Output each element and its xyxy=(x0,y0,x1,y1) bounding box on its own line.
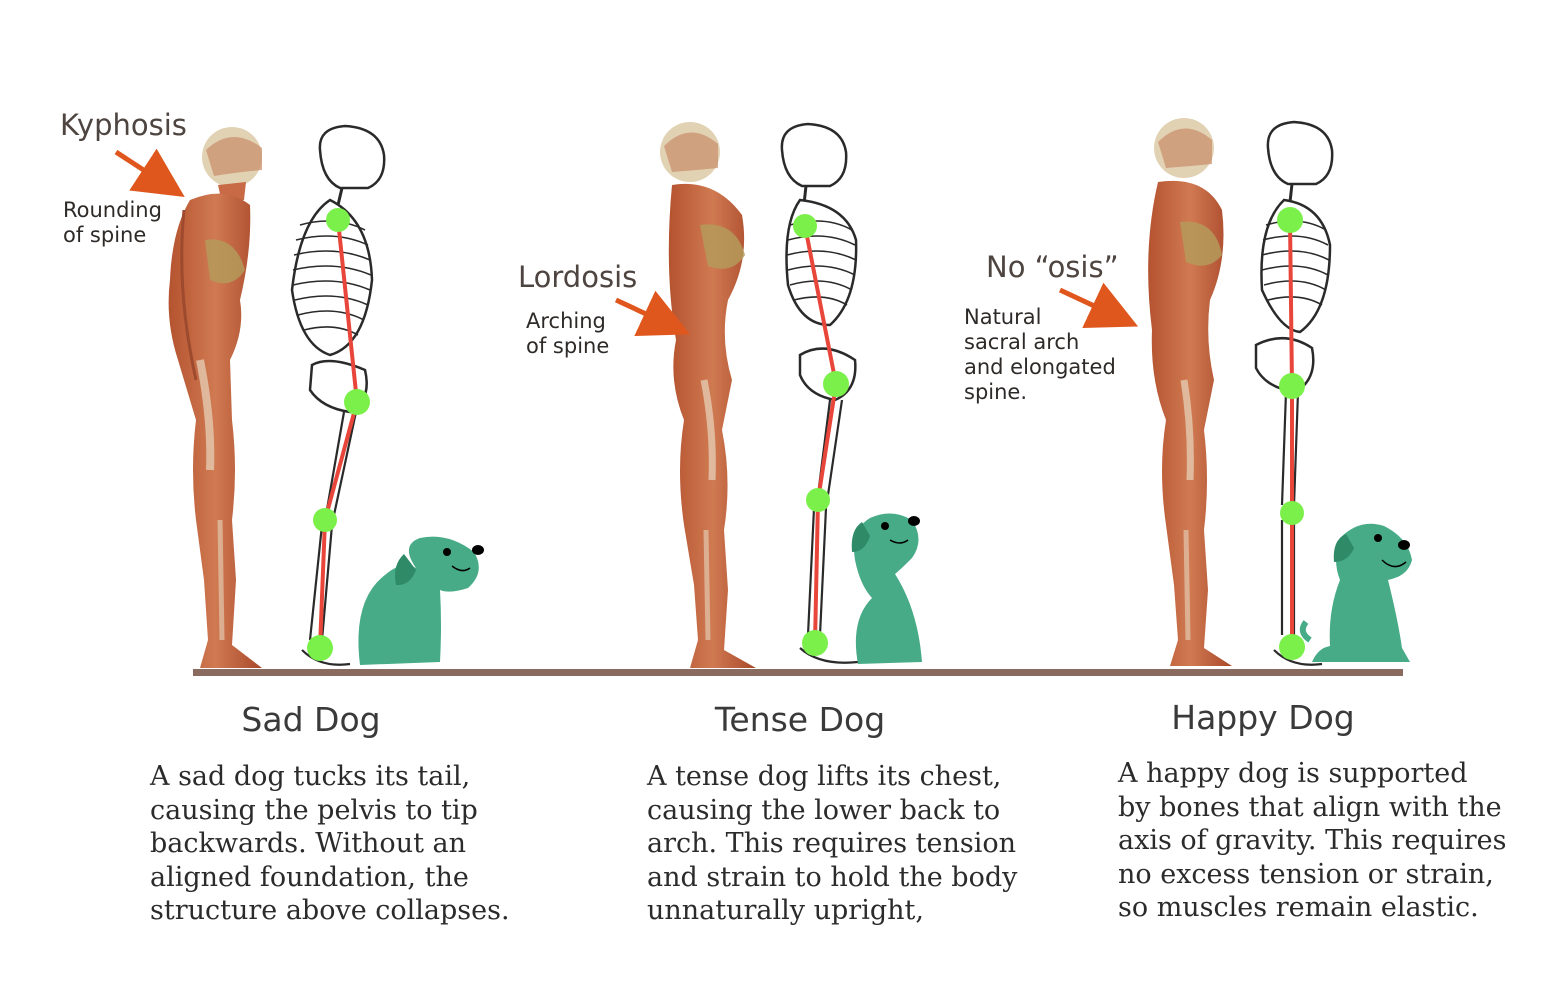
joint-marker xyxy=(344,389,370,415)
panel-title-sad: Sad Dog xyxy=(211,700,411,739)
joint-marker xyxy=(326,208,350,232)
sad-muscle-figure xyxy=(169,127,262,668)
panel-description-sad: A sad dog tucks its tail, causing the pe… xyxy=(150,760,510,928)
sad-skeleton-figure xyxy=(292,126,384,665)
happy-dog-figure xyxy=(1303,524,1412,662)
lordosis-sublabel: Arching of spine xyxy=(526,309,609,359)
no-osis-label: No “osis” xyxy=(986,250,1119,284)
no-osis-sublabel: Natural sacral arch and elongated spine. xyxy=(964,305,1116,405)
joint-marker xyxy=(793,214,817,238)
joint-marker xyxy=(1279,634,1305,660)
joint-marker xyxy=(802,630,828,656)
joint-marker xyxy=(307,635,333,661)
kyphosis-arrow-icon xyxy=(116,152,168,186)
kyphosis-sublabel: Rounding of spine xyxy=(63,198,162,248)
joint-marker xyxy=(806,488,830,512)
lordosis-arrow-icon xyxy=(616,300,672,326)
panel-title-tense: Tense Dog xyxy=(690,700,910,739)
joint-marker xyxy=(1280,501,1304,525)
tense-skeleton-figure xyxy=(782,124,858,663)
tense-muscle-figure xyxy=(660,122,756,668)
joint-marker xyxy=(313,508,337,532)
happy-muscle-figure xyxy=(1148,118,1232,666)
ground-line xyxy=(193,669,1403,676)
panel-title-happy: Happy Dog xyxy=(1153,698,1373,737)
joint-marker xyxy=(1277,207,1303,233)
lordosis-label: Lordosis xyxy=(518,260,637,294)
tense-dog-figure xyxy=(852,513,922,664)
panel-description-happy: A happy dog is supported by bones that a… xyxy=(1118,757,1528,925)
kyphosis-label: Kyphosis xyxy=(60,108,187,142)
joint-marker xyxy=(823,371,849,397)
sad-dog-figure xyxy=(358,537,484,665)
joint-marker xyxy=(1279,373,1305,399)
panel-description-tense: A tense dog lifts its chest, causing the… xyxy=(647,760,1027,928)
